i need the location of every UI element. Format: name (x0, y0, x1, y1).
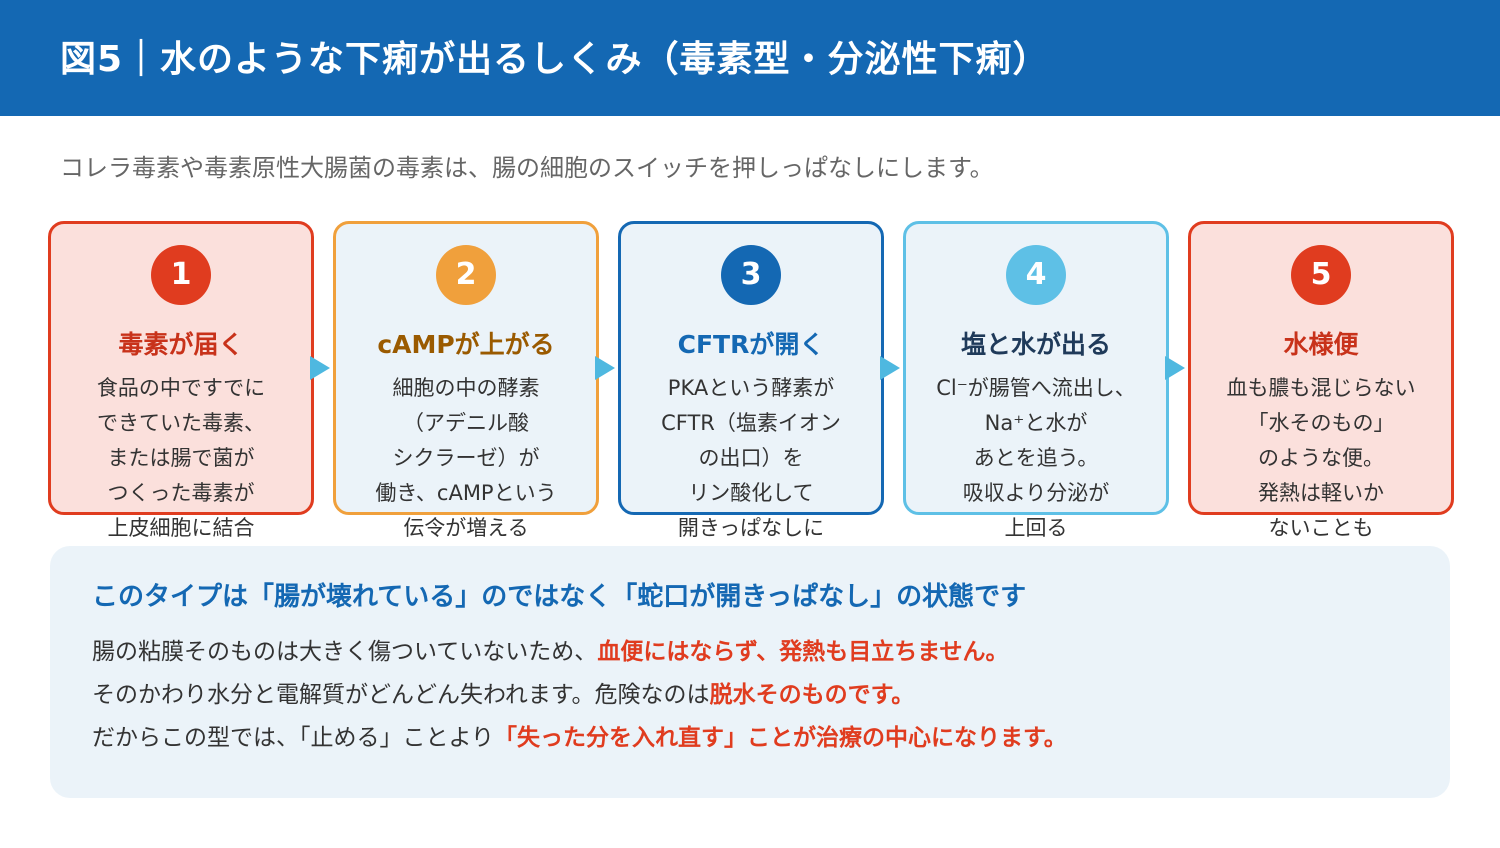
step-title: 塩と水が出る (960, 330, 1111, 359)
step-number-badge: 5 (1291, 245, 1351, 305)
step-description-line: Na⁺と水が (984, 411, 1088, 435)
step-description-line: つくった毒素が (107, 481, 255, 505)
step-description-line: の出口）を (698, 446, 804, 470)
step-4: 4 塩と水が出る Cl⁻が腸管へ流出し、 Na⁺と水があとを追う。吸収より分泌が上回る (903, 221, 1169, 541)
step-description-line: できていた毒素、 (97, 411, 265, 435)
step-description-line: 発熱は軽いか (1258, 481, 1384, 505)
note-line-2: そのかわり水分と電解質がどんどん失われます。危険なのは脱水そのものです。 (92, 675, 914, 709)
steps-flow: 1 毒素が届く食品の中ですでにできていた毒素、または腸で菌がつくった毒素が上皮細胞… (48, 221, 1454, 541)
step-description: Cl⁻が腸管へ流出し、 Na⁺と水があとを追う。吸収より分泌が上回る (903, 371, 1169, 546)
step-number-badge: 2 (436, 245, 496, 305)
flow-arrow-icon (880, 356, 900, 380)
step-1: 1 毒素が届く食品の中ですでにできていた毒素、または腸で菌がつくった毒素が上皮細胞… (48, 221, 314, 541)
note-line-2-highlight: 脱水そのものです。 (709, 682, 915, 708)
note-line-1-text: 腸の粘膜そのものは大きく傷ついていないため、 (92, 639, 598, 665)
step-title: 毒素が届く (118, 330, 244, 359)
step-description-line: CFTR（塩素イオン (661, 411, 841, 435)
step-title: cAMPが上がる (377, 330, 555, 359)
note-line-1-highlight: 血便にはならず、発熱も目立ちません。 (597, 639, 1009, 665)
step-description-line: 吸収より分泌が (962, 481, 1110, 505)
step-description: 食品の中ですでにできていた毒素、または腸で菌がつくった毒素が上皮細胞に結合 (48, 371, 314, 546)
step-description: PKAという酵素が CFTR（塩素イオンの出口）をリン酸化して開きっぱなしに (618, 371, 884, 546)
flow-arrow-icon (310, 356, 330, 380)
step-description-line: 血も膿も混じらない (1226, 376, 1416, 400)
figure-title: 図5｜水のような下痢が出るしくみ（毒素型・分泌性下痢） (60, 39, 1050, 80)
step-2: 2 cAMPが上がる細胞の中の酵素 （アデニル酸シクラーゼ）が働き、cAMPという伝… (333, 221, 599, 541)
flow-arrow-icon (595, 356, 615, 380)
step-description: 血も膿も混じらない「水そのもの」のような便。発熱は軽いかないことも (1188, 371, 1454, 546)
step-description-line: 伝令が増える (403, 516, 529, 540)
step-description-line: のような便。 (1258, 446, 1384, 470)
note-line-3-highlight: 「失った分を入れ直す」ことが治療の中心になります。 (494, 725, 1067, 751)
step-5: 5 水様便血も膿も混じらない「水そのもの」のような便。発熱は軽いかないことも (1188, 221, 1454, 541)
step-number-badge: 3 (721, 245, 781, 305)
step-description-line: 上回る (1004, 516, 1068, 540)
note-panel: このタイプは「腸が壊れている」のではなく「蛇口が開きっぱなし」の状態です 腸の粘… (50, 546, 1450, 798)
step-description-line: あとを追う。 (973, 446, 1099, 470)
header-bar: 図5｜水のような下痢が出るしくみ（毒素型・分泌性下痢） (0, 0, 1500, 116)
step-description-line: 「水そのもの」 (1247, 411, 1395, 435)
note-line-3-text: だからこの型では、「止める」ことより (92, 725, 495, 751)
step-title: 水様便 (1283, 330, 1359, 359)
step-title: CFTRが開く (677, 330, 825, 359)
note-title: このタイプは「腸が壊れている」のではなく「蛇口が開きっぱなし」の状態です (92, 582, 1027, 612)
step-description-line: 細胞の中の酵素 (392, 376, 540, 400)
step-description-line: （アデニル酸 (403, 411, 529, 435)
step-number-badge: 1 (151, 245, 211, 305)
step-description-line: Cl⁻が腸管へ流出し、 (936, 376, 1136, 400)
step-description-line: リン酸化して (688, 481, 814, 505)
step-description-line: シクラーゼ）が (392, 446, 540, 470)
step-number-badge: 4 (1006, 245, 1066, 305)
step-description-line: 働き、cAMPという (375, 481, 557, 505)
step-description: 細胞の中の酵素 （アデニル酸シクラーゼ）が働き、cAMPという伝令が増える (333, 371, 599, 546)
step-description-line: PKAという酵素が (667, 376, 835, 400)
note-line-2-text: そのかわり水分と電解質がどんどん失われます。危険なのは (92, 682, 710, 708)
note-line-3: だからこの型では、「止める」ことより「失った分を入れ直す」ことが治療の中心になり… (92, 718, 1067, 752)
step-description-line: または腸で菌が (107, 446, 255, 470)
flow-arrow-icon (1165, 356, 1185, 380)
step-description-line: 食品の中ですでに (96, 376, 266, 400)
step-box (1188, 221, 1454, 515)
step-description-line: 開きっぱなしに (677, 516, 825, 540)
step-description-line: ないことも (1268, 516, 1374, 540)
step-description-line: 上皮細胞に結合 (107, 516, 255, 540)
subtitle: コレラ毒素や毒素原性大腸菌の毒素は、腸の細胞のスイッチを押しっぱなしにします。 (60, 154, 994, 182)
note-line-1: 腸の粘膜そのものは大きく傷ついていないため、血便にはならず、発熱も目立ちません。 (92, 632, 1009, 666)
